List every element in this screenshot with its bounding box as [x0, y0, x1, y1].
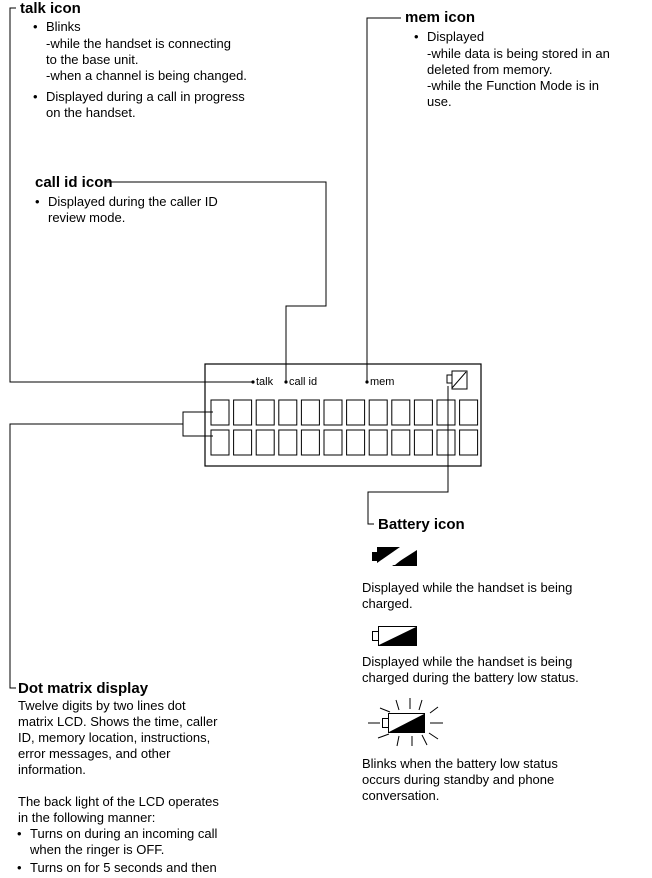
battery-low-charging-icon	[372, 626, 417, 646]
battery-desc2-line1: Displayed while the handset is being	[362, 654, 573, 669]
mem-sub-1: -while data is being stored in an	[427, 46, 610, 61]
battery-desc2-line2: charged during the battery low status.	[362, 670, 579, 685]
battery-charging-icon	[372, 547, 417, 566]
dot-matrix-para-1: Twelve digits by two lines dot	[18, 698, 186, 713]
lcd-digit-cell	[323, 399, 343, 426]
lcd-label-callid: call id	[289, 376, 318, 388]
talk-icon-title: talk icon	[20, 0, 81, 17]
talk-sub-3: -when a channel is being changed.	[46, 68, 247, 83]
lcd-label-talk: talk	[256, 376, 274, 388]
dot-matrix-leader-line	[9, 423, 183, 689]
lcd-digit-cell	[436, 429, 456, 456]
callid-bullet: Displayed during the caller ID	[35, 194, 218, 210]
battery-desc3-line1: Blinks when the battery low status	[362, 756, 558, 771]
backlight-intro-2: in the following manner:	[18, 810, 156, 825]
talk-sub-2: to the base unit.	[46, 52, 139, 67]
lcd-digit-cell	[346, 399, 366, 426]
dot-matrix-para-3: ID, memory location, instructions,	[18, 730, 211, 745]
talk-bullet-displayed-cont: on the handset.	[46, 105, 136, 120]
dot-matrix-para-5: information.	[18, 762, 86, 777]
mem-sub-4: use.	[427, 94, 452, 109]
backlight-bullet-1-cont: when the ringer is OFF.	[30, 842, 165, 857]
lcd-digit-cell	[300, 429, 320, 456]
lcd-digit-cell	[413, 429, 433, 456]
lcd-digit-cell	[368, 429, 388, 456]
lcd-digit-grid	[210, 399, 479, 456]
battery-desc1-line1: Displayed while the handset is being	[362, 580, 573, 595]
lcd-digit-cell	[255, 429, 275, 456]
lcd-digit-cell	[346, 429, 366, 456]
backlight-bullet-2: Turns on for 5 seconds and then	[17, 860, 217, 876]
backlight-bullet-1: Turns on during an incoming call	[17, 826, 217, 842]
lcd-digit-cell	[391, 399, 411, 426]
battery-desc3-line3: conversation.	[362, 788, 440, 803]
lcd-digit-cell	[368, 399, 388, 426]
talk-sub-1: -while the handset is connecting	[46, 36, 232, 51]
mem-sub-3: -while the Function Mode is in	[427, 78, 599, 93]
mem-icon-title: mem icon	[405, 9, 476, 26]
dot-matrix-bracket	[182, 411, 213, 437]
lcd-digit-cell	[233, 399, 253, 426]
lcd-digit-cell	[278, 399, 298, 426]
lcd-digit-cell	[459, 399, 479, 426]
talk-bullet-displayed: Displayed during a call in progress	[33, 89, 245, 105]
mem-sub-2: deleted from memory.	[427, 62, 553, 77]
lcd-digit-cell	[391, 429, 411, 456]
lcd-digit-cell	[210, 429, 230, 456]
callid-bullet-cont: review mode.	[48, 210, 126, 225]
mem-bullet-displayed: Displayed	[414, 29, 484, 45]
lcd-digit-cell	[459, 429, 479, 456]
lcd-digit-cell	[413, 399, 433, 426]
callid-leader-line	[105, 181, 327, 382]
lcd-digit-cell	[436, 399, 456, 426]
battery-leader-line	[367, 386, 449, 525]
battery-blinking-icon	[368, 698, 443, 747]
talk-leader-line	[9, 7, 254, 383]
lcd-frame	[204, 363, 482, 467]
lcd-digit-cell	[323, 429, 343, 456]
lcd-digit-cell	[300, 399, 320, 426]
callid-icon-title: call id icon	[35, 174, 113, 191]
talk-bullet-blinks: Blinks	[33, 19, 81, 35]
lcd-label-mem: mem	[370, 376, 395, 388]
lcd-digit-cell	[255, 399, 275, 426]
backlight-intro-1: The back light of the LCD operates	[18, 794, 219, 809]
lcd-digit-cell	[278, 429, 298, 456]
dot-matrix-para-2: matrix LCD. Shows the time, caller	[18, 714, 218, 729]
dot-matrix-title: Dot matrix display	[18, 680, 149, 697]
lcd-battery-icon	[446, 370, 468, 390]
battery-icon-title: Battery icon	[378, 516, 465, 533]
dot-matrix-para-4: error messages, and other	[18, 746, 171, 761]
lcd-digit-cell	[210, 399, 230, 426]
mem-leader-line	[366, 17, 401, 382]
battery-desc1-line2: charged.	[362, 596, 413, 611]
lcd-digit-cell	[233, 429, 253, 456]
battery-desc3-line2: occurs during standby and phone	[362, 772, 555, 787]
